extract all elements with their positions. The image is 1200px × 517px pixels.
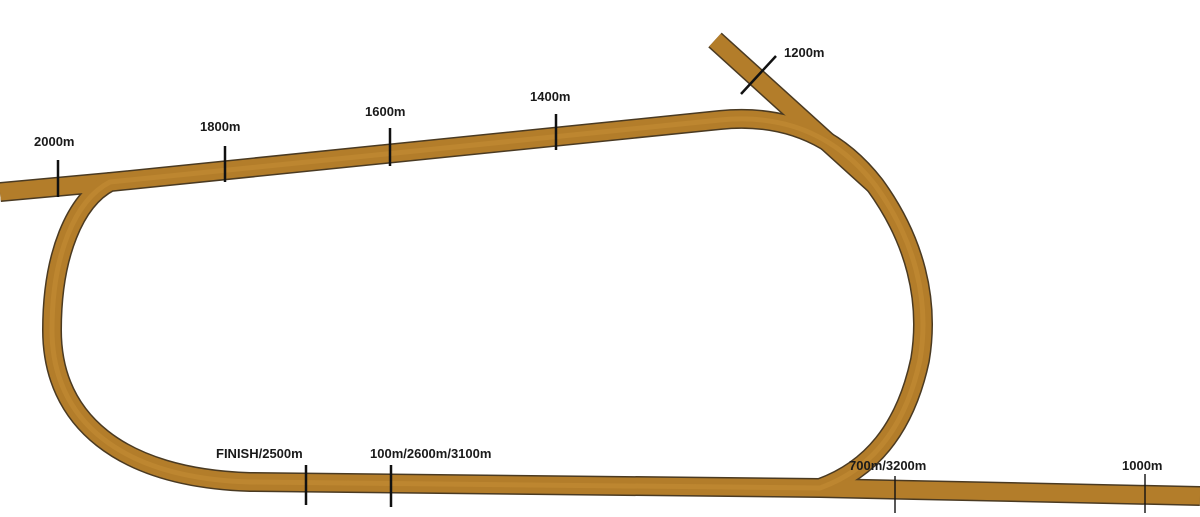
- marker-1200m-line: [740, 55, 777, 95]
- marker-1400m-label: 1400m: [530, 89, 570, 104]
- marker-700m-label: 700m/3200m: [849, 458, 926, 473]
- back-straight-chute: [0, 173, 111, 201]
- marker-1200m-label: 1200m: [784, 45, 824, 60]
- distance-markers: 2000m 1800m 1600m 1400m 1200m FINISH/250…: [34, 45, 1162, 513]
- home-straight-chute: [819, 479, 1200, 505]
- main-loop-highlight: [49, 116, 926, 491]
- track-highlight-layer: [49, 116, 926, 491]
- marker-1600m-label: 1600m: [365, 104, 405, 119]
- marker-1800m-label: 1800m: [200, 119, 240, 134]
- track-surface-layer: [0, 33, 1200, 505]
- top-chute: [709, 33, 881, 192]
- track-edge-layer: [0, 32, 1200, 506]
- marker-finish-label: FINISH/2500m: [216, 446, 303, 461]
- marker-2000m-label: 2000m: [34, 134, 74, 149]
- marker-1000m-label: 1000m: [1122, 458, 1162, 473]
- marker-100m-label: 100m/2600m/3100m: [370, 446, 491, 461]
